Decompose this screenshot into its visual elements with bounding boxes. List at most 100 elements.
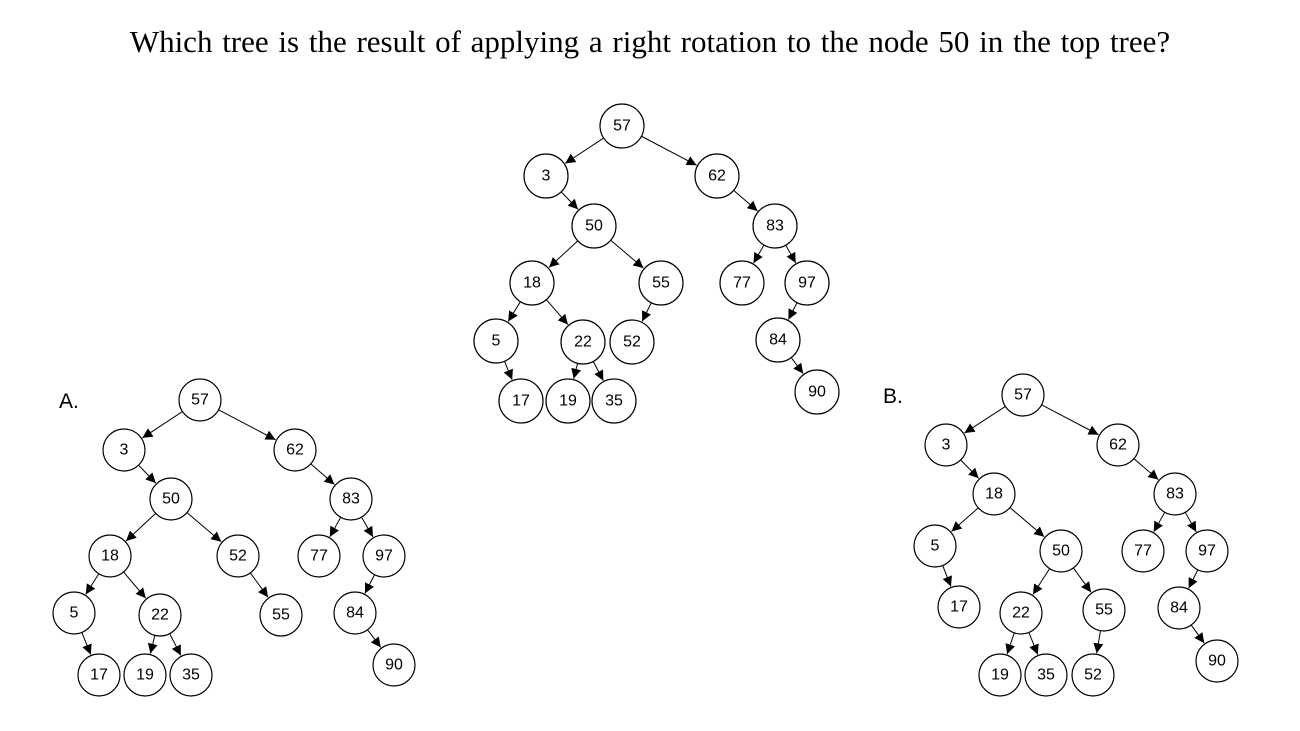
tree-node-57: 57 <box>178 378 222 422</box>
edge-18-22 <box>546 299 569 325</box>
edge-83-77 <box>329 517 342 538</box>
edge-22-35 <box>1028 632 1039 655</box>
node-circle <box>545 378 591 424</box>
node-label: 84 <box>1170 600 1188 617</box>
edge-22-19 <box>1005 632 1016 655</box>
tree-node-35: 35 <box>1024 653 1068 697</box>
edge-83-97 <box>785 244 797 264</box>
edge-52-55 <box>249 572 269 598</box>
node-label: 83 <box>1166 486 1184 503</box>
node-label: 17 <box>950 599 968 616</box>
node-circle <box>755 317 801 363</box>
edge-57-3 <box>964 406 1006 434</box>
node-circle <box>937 585 981 629</box>
node-circle <box>752 203 798 249</box>
node-circle <box>123 653 167 697</box>
node-circle <box>1121 529 1165 573</box>
edge-57-62 <box>641 135 697 166</box>
node-circle <box>1001 373 1045 417</box>
node-circle <box>523 153 569 199</box>
tree-node-77: 77 <box>1121 529 1165 573</box>
node-circle <box>329 477 373 521</box>
tree-node-52: 52 <box>216 534 260 578</box>
node-label: 57 <box>191 392 209 409</box>
node-label: 35 <box>605 393 623 410</box>
edge-97-84 <box>364 574 375 594</box>
node-circle <box>560 319 606 365</box>
node-label: 83 <box>766 218 784 235</box>
node-label: 77 <box>310 548 328 565</box>
edge-18-22 <box>123 571 147 599</box>
tree-node-57: 57 <box>1001 373 1045 417</box>
tree-node-55: 55 <box>259 593 303 637</box>
node-label: 97 <box>1198 543 1216 560</box>
edge-5-17 <box>942 565 952 587</box>
edge-18-5 <box>507 301 521 322</box>
node-circle <box>333 591 377 635</box>
node-circle <box>169 653 213 697</box>
tree-node-19: 19 <box>123 653 167 697</box>
node-label: 22 <box>1012 605 1030 622</box>
node-circle <box>924 423 968 467</box>
tree-node-17: 17 <box>498 378 544 424</box>
tree-node-52: 52 <box>609 319 655 365</box>
node-label: 77 <box>733 275 751 292</box>
edge-57-62 <box>1041 404 1099 436</box>
edge-84-90 <box>367 629 382 648</box>
tree-node-50: 50 <box>149 477 193 521</box>
node-circle <box>178 378 222 422</box>
node-circle <box>1039 529 1083 573</box>
tree-node-97: 97 <box>362 534 406 578</box>
node-label: 3 <box>120 442 129 459</box>
tree-node-50: 50 <box>1039 529 1083 573</box>
edge-62-83 <box>1133 458 1159 481</box>
node-label: 5 <box>70 605 79 622</box>
edge-18-5 <box>951 507 979 532</box>
node-label: 52 <box>229 548 247 565</box>
node-circle <box>216 534 260 578</box>
node-circle <box>999 591 1043 635</box>
node-label: 90 <box>808 384 826 401</box>
node-circle <box>599 103 645 149</box>
tree-node-90: 90 <box>1195 639 1239 683</box>
tree-node-57: 57 <box>599 103 645 149</box>
edge-55-52 <box>1093 630 1104 654</box>
node-label: 50 <box>585 218 603 235</box>
tree-node-18: 18 <box>509 260 555 306</box>
node-label: 57 <box>1014 387 1032 404</box>
edge-57-62 <box>218 409 276 441</box>
node-label: 90 <box>1208 653 1226 670</box>
edge-83-97 <box>361 516 374 538</box>
tree-node-52: 52 <box>1071 653 1115 697</box>
node-label: 50 <box>1052 543 1070 560</box>
node-label: 35 <box>182 667 200 684</box>
node-circle <box>794 369 840 415</box>
node-circle <box>297 534 341 578</box>
node-circle <box>273 428 317 472</box>
node-label: 77 <box>1134 543 1152 560</box>
node-label: 18 <box>101 548 119 565</box>
edge-57-3 <box>142 411 183 439</box>
node-circle <box>1195 639 1239 683</box>
node-circle <box>88 534 132 578</box>
node-circle <box>719 260 765 306</box>
node-label: 19 <box>991 667 1009 684</box>
node-label: 97 <box>375 548 393 565</box>
tree-node-77: 77 <box>719 260 765 306</box>
tree-node-55: 55 <box>1082 588 1126 632</box>
tree-node-62: 62 <box>273 428 317 472</box>
node-circle <box>498 378 544 424</box>
edge-55-52 <box>641 302 652 322</box>
tree-node-5: 5 <box>473 318 519 364</box>
tree-node-17: 17 <box>77 653 121 697</box>
node-circle <box>1153 472 1197 516</box>
node-label: 5 <box>492 333 501 350</box>
tree-node-97: 97 <box>1185 529 1229 573</box>
edge-3-18 <box>960 459 979 479</box>
edge-18-50 <box>1009 507 1045 538</box>
tree-node-3: 3 <box>102 428 146 472</box>
tree-node-5: 5 <box>52 591 96 635</box>
tree-node-22: 22 <box>999 591 1043 635</box>
